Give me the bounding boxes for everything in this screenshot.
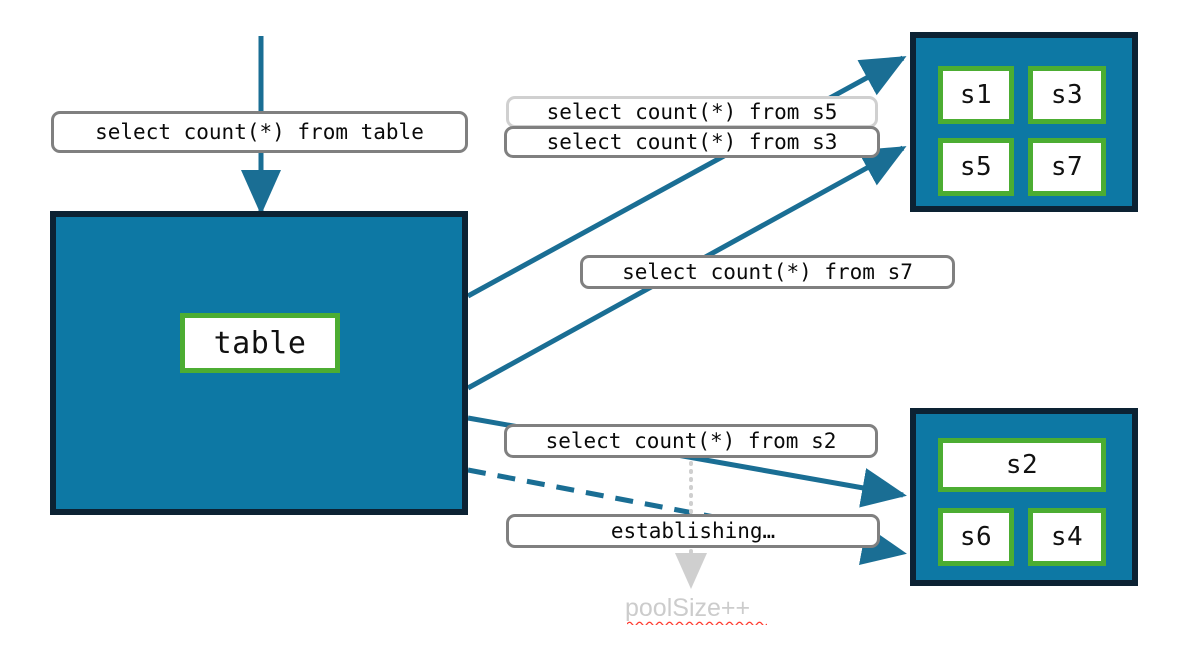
chip-s3-label: s3 bbox=[1050, 80, 1084, 110]
annotation-poolsize-text: poolSize++ bbox=[625, 594, 751, 622]
chip-s5-label: s5 bbox=[959, 152, 993, 182]
label-query-s3[interactable]: select count(*) from s3 bbox=[504, 126, 880, 158]
shard-group-bottom[interactable] bbox=[910, 408, 1138, 586]
label-query-s3-text: select count(*) from s3 bbox=[546, 130, 838, 154]
label-root-query[interactable]: select count(*) from table bbox=[51, 111, 468, 153]
label-query-s7[interactable]: select count(*) from s7 bbox=[580, 255, 955, 289]
chip-s5[interactable]: s5 bbox=[938, 138, 1014, 196]
chip-s3[interactable]: s3 bbox=[1028, 66, 1106, 124]
label-query-s2-text: select count(*) from s2 bbox=[545, 429, 837, 453]
label-query-s5-text: select count(*) from s5 bbox=[546, 100, 838, 124]
annotation-poolsize: poolSize++ bbox=[625, 594, 767, 625]
chip-s4[interactable]: s4 bbox=[1028, 508, 1106, 566]
chip-s7[interactable]: s7 bbox=[1028, 138, 1106, 196]
label-query-s2[interactable]: select count(*) from s2 bbox=[504, 424, 878, 458]
label-root-query-text: select count(*) from table bbox=[95, 120, 424, 144]
label-query-s7-text: select count(*) from s7 bbox=[622, 260, 913, 284]
spellcheck-underline-icon bbox=[627, 621, 767, 625]
chip-s2-label: s2 bbox=[1005, 450, 1039, 480]
chip-s1-label: s1 bbox=[959, 80, 993, 110]
chip-s4-label: s4 bbox=[1050, 522, 1084, 552]
chip-s2[interactable]: s2 bbox=[938, 438, 1106, 492]
label-establishing-text: establishing… bbox=[610, 519, 776, 543]
chip-table[interactable]: table bbox=[180, 313, 340, 373]
chip-s7-label: s7 bbox=[1050, 152, 1084, 182]
label-establishing[interactable]: establishing… bbox=[506, 514, 880, 548]
label-query-s5[interactable]: select count(*) from s5 bbox=[506, 96, 878, 128]
chip-table-label: table bbox=[213, 325, 307, 361]
chip-s6[interactable]: s6 bbox=[938, 508, 1014, 566]
chip-s6-label: s6 bbox=[959, 522, 993, 552]
chip-s1[interactable]: s1 bbox=[938, 66, 1014, 124]
